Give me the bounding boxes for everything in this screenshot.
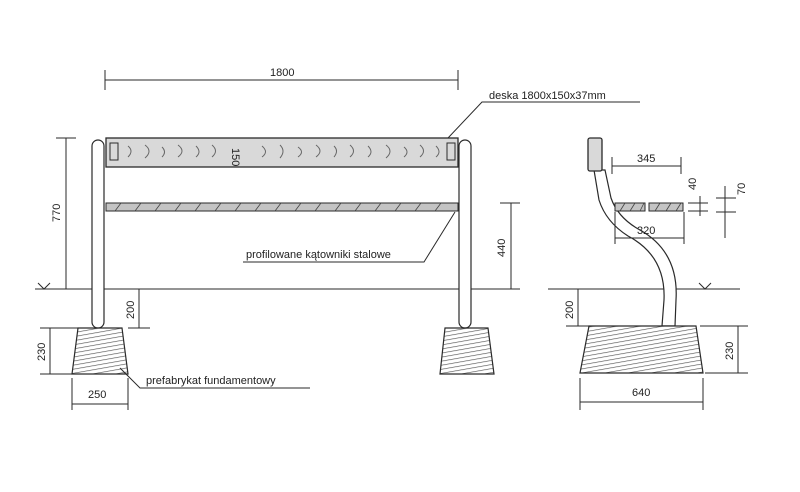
- leader-foundation: [119, 367, 310, 389]
- side-view: 345 40 70 320 200 230 640: [548, 137, 748, 410]
- seat-slat: [105, 202, 459, 212]
- dim-200-label: 200: [125, 301, 137, 319]
- side-slat-hatching: [619, 202, 682, 212]
- right-post: [458, 139, 472, 329]
- right-foundation: [439, 327, 495, 375]
- left-post: [91, 139, 105, 329]
- board-center-mark: 150: [229, 148, 241, 166]
- dim-230-side-label: 230: [724, 342, 736, 360]
- leader-board: [447, 101, 640, 139]
- side-backrest-board: [587, 137, 603, 172]
- dim-250-label: 250: [88, 389, 106, 401]
- left-foundation: [71, 327, 129, 375]
- side-frame: [593, 169, 677, 327]
- leader-angles: [243, 211, 456, 263]
- dim-440-label: 440: [496, 239, 508, 257]
- label-board: deska 1800x150x37mm: [489, 90, 606, 102]
- wood-grain: [127, 144, 440, 159]
- front-view: 150 1800 770 440: [35, 67, 640, 410]
- ground-marker-side: [698, 282, 712, 290]
- label-foundation: prefabrykat fundamentowy: [146, 375, 276, 387]
- dim-320-label: 320: [637, 225, 655, 237]
- side-seat-slat-2: [648, 202, 684, 212]
- dim-40-label: 40: [687, 178, 699, 190]
- ground-marker-front: [37, 282, 51, 290]
- dim-1800-label: 1800: [270, 67, 294, 79]
- dim-640-label: 640: [632, 387, 650, 399]
- seat-slat-hatching: [114, 202, 442, 212]
- side-foundation: [579, 325, 704, 374]
- dim-770-label: 770: [51, 204, 63, 222]
- dim-230-label: 230: [36, 343, 48, 361]
- bolt-right: [446, 142, 456, 161]
- label-angles: profilowane kątowniki stalowe: [246, 249, 391, 261]
- backrest-board: [105, 137, 459, 168]
- dim-345-label: 345: [637, 153, 655, 165]
- dim-70-label: 70: [736, 183, 748, 195]
- bolt-left: [109, 142, 119, 161]
- dim-200-side-label: 200: [564, 301, 576, 319]
